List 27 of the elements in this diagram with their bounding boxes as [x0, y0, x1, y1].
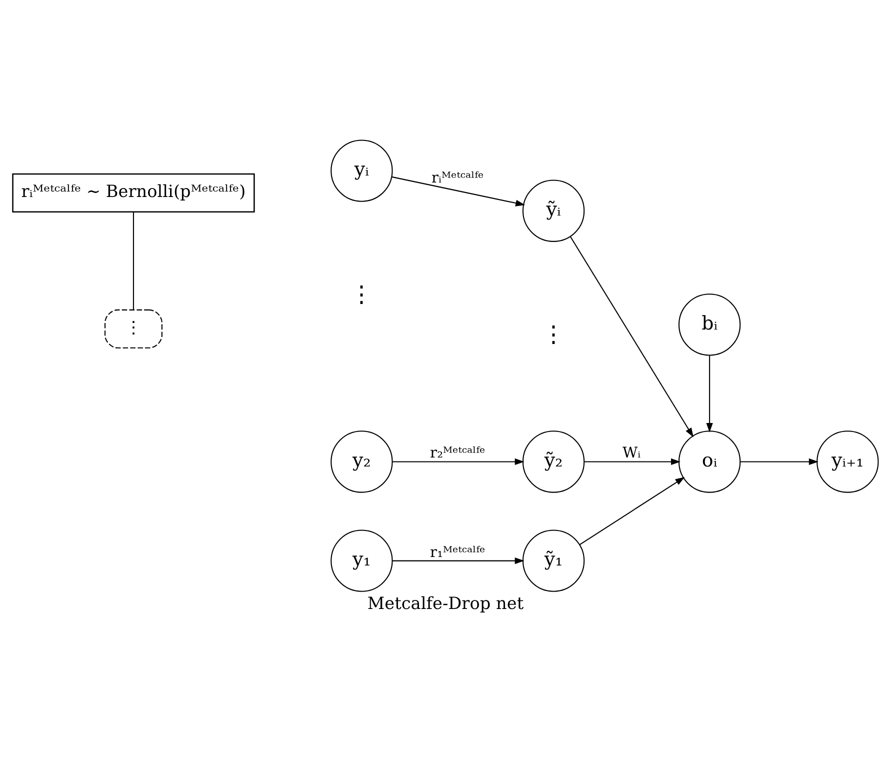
edge-label: Wᵢ: [622, 444, 641, 462]
node-circle: y₂: [330, 430, 393, 492]
arrow: [740, 458, 818, 465]
connector: [132, 212, 134, 310]
node-circle: bᵢ: [678, 293, 741, 356]
node-circle: yᵢ₊₁: [816, 430, 879, 492]
arrow: [706, 354, 713, 432]
edge-label: r₂ᴹᵉᵗᶜᵃˡᶠᵉ: [430, 444, 486, 462]
arrow: [584, 458, 681, 465]
label: ⋮: [542, 320, 566, 348]
arrow: [392, 458, 524, 465]
arrow: [579, 476, 685, 545]
node-circle: y₁: [330, 529, 393, 592]
node-circle: yᵢ: [330, 139, 393, 202]
node-box: rᵢᴹᵉᵗᶜᵃˡᶠᵉ ∼ Bernolli(pᴹᵉᵗᶜᵃˡᶠᵉ): [12, 172, 255, 212]
node-box: ⋮: [104, 308, 162, 348]
arrow: [570, 236, 694, 437]
label: ⋮: [350, 280, 374, 308]
node-circle: ỹ₁: [522, 529, 585, 592]
caption: Metcalfe-Drop net: [367, 592, 524, 613]
arrow: [392, 556, 524, 564]
edge-label: rᵢᴹᵉᵗᶜᵃˡᶠᵉ: [431, 169, 484, 186]
arrow: [392, 176, 526, 206]
node-circle: oᵢ: [678, 430, 741, 492]
node-circle: ỹ₂: [522, 430, 585, 492]
node-circle: ỹᵢ: [522, 179, 585, 242]
edge-label: r₁ᴹᵉᵗᶜᵃˡᶠᵉ: [430, 543, 486, 560]
